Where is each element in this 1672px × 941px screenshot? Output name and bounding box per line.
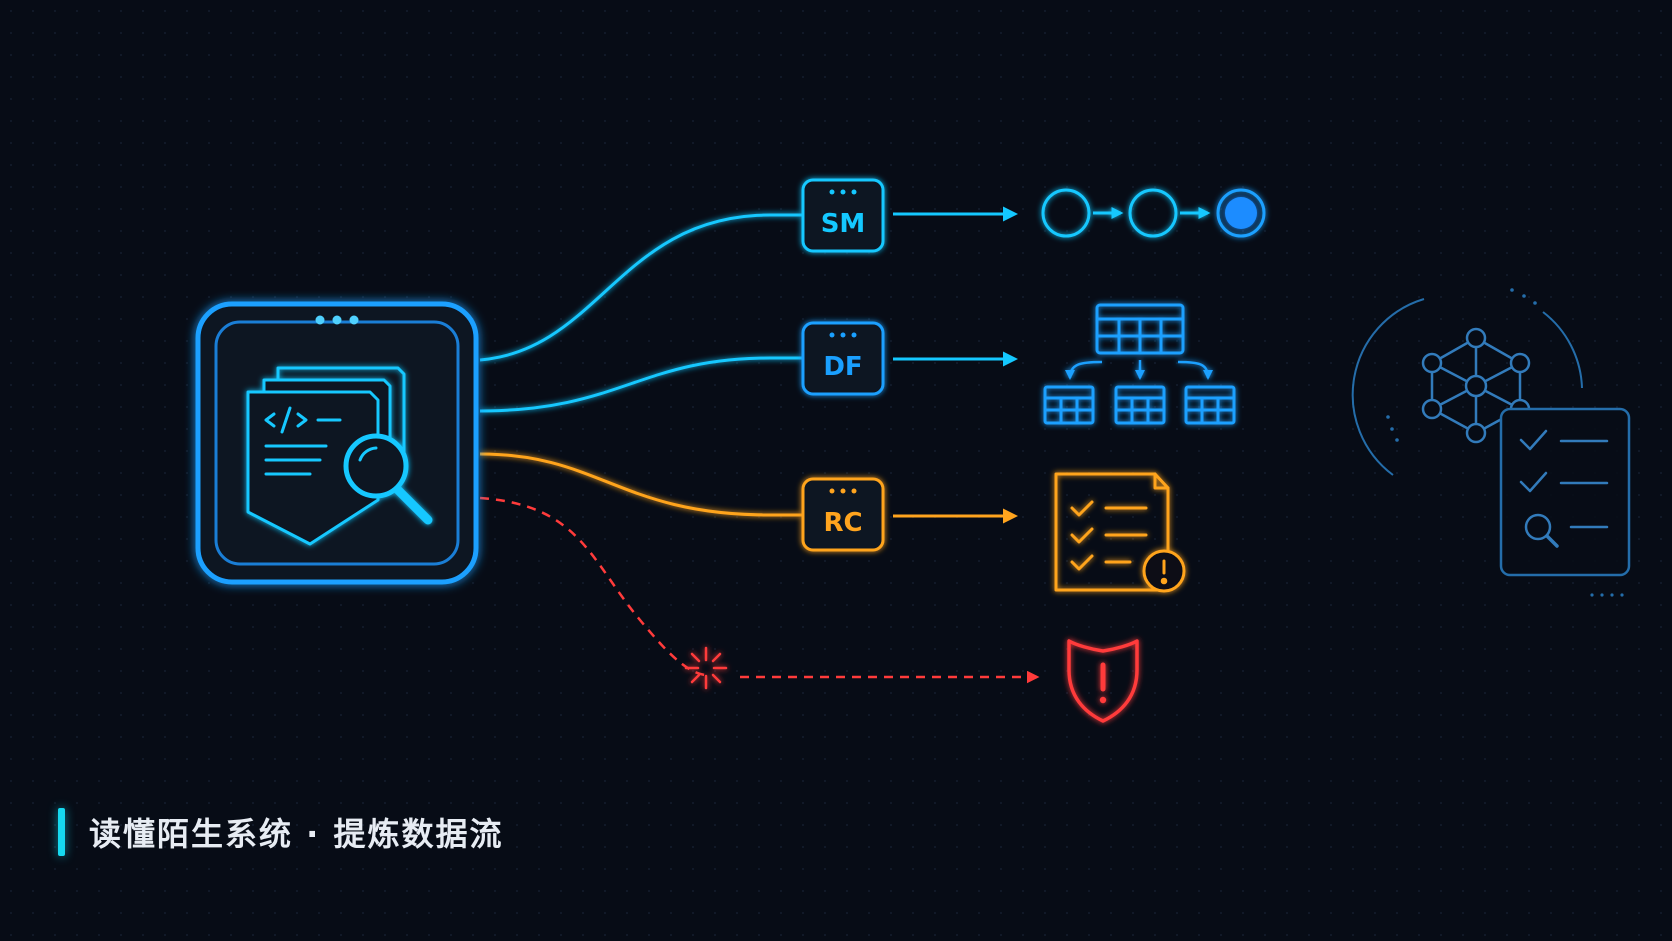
- state-machine-icon: [1041, 188, 1266, 238]
- caption-accent-bar: [58, 808, 65, 856]
- node-rc-label: RC: [823, 508, 862, 538]
- source-code-scan-icon: [195, 301, 479, 585]
- flow-line-df: [479, 356, 802, 413]
- spark-burst-icon: [684, 646, 728, 690]
- flow-line-rc: [479, 452, 802, 517]
- checklist-warning-icon: [1054, 472, 1186, 593]
- shield-alert-icon: [1067, 639, 1139, 723]
- node-sm[interactable]: SM: [801, 178, 885, 253]
- node-rc[interactable]: RC: [801, 477, 885, 552]
- table-hierarchy-icon: [1043, 303, 1236, 425]
- flow-line-sm: [479, 213, 802, 362]
- node-df[interactable]: DF: [801, 321, 885, 396]
- node-sm-label: SM: [821, 209, 866, 239]
- caption: 读懂陌生系统 · 提炼数据流: [58, 808, 503, 856]
- flow-line-error: [479, 496, 706, 677]
- node-df-label: DF: [823, 352, 862, 382]
- graph-checklist-icon: [1351, 288, 1631, 597]
- caption-text: 读懂陌生系统 · 提炼数据流: [89, 815, 504, 853]
